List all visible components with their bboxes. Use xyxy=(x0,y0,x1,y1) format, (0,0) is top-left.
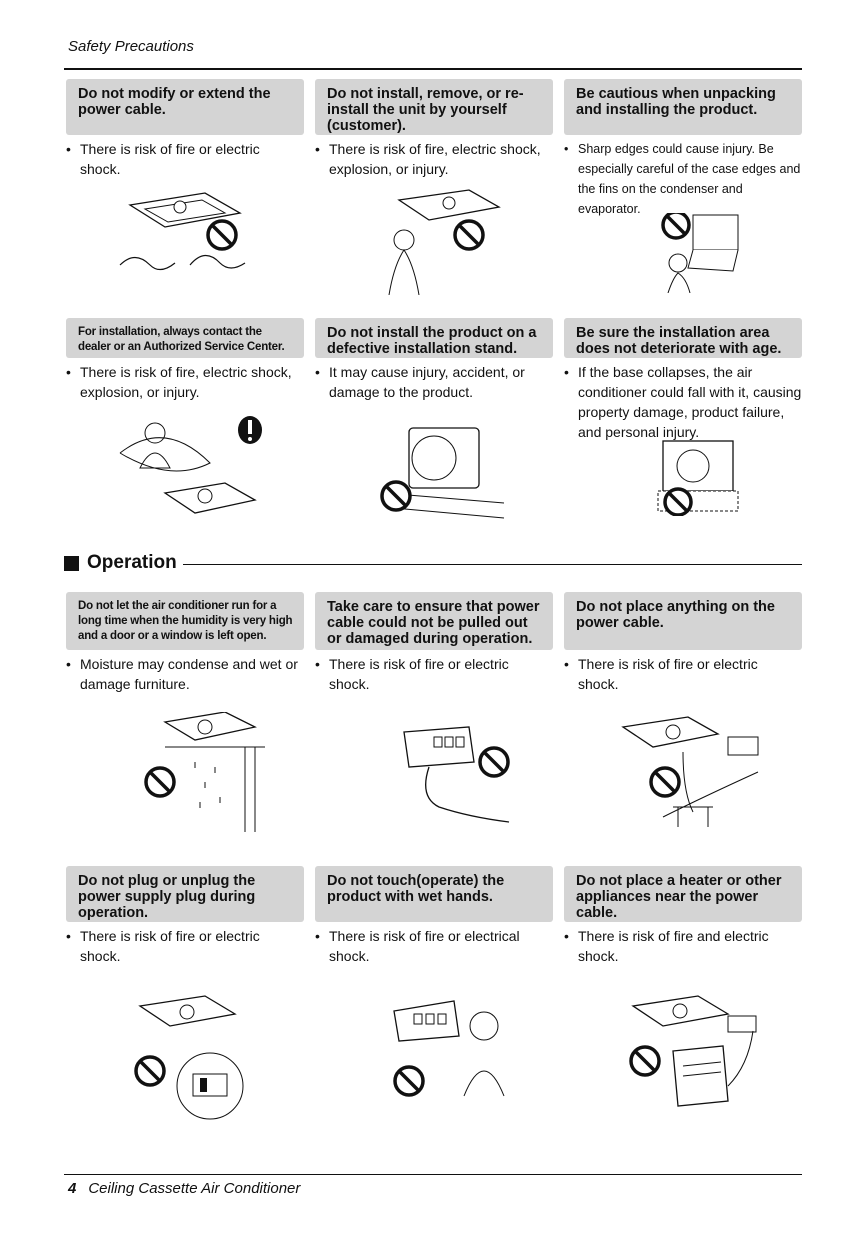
precaution-bullet: • Sharp edges could cause injury. Be espe… xyxy=(564,139,802,219)
bullet-dot: • xyxy=(66,364,71,380)
bullet-dot: • xyxy=(315,364,320,380)
bullet-dot: • xyxy=(315,141,320,157)
section-square-icon xyxy=(64,555,79,571)
precaution-heading: Do not plug or unplug the power supply p… xyxy=(66,866,304,922)
precaution-bullet: • There is risk of fire or electric shock… xyxy=(315,654,553,694)
bullet-text: There is risk of fire or electric shock. xyxy=(578,656,758,692)
bullet-dot: • xyxy=(564,928,569,944)
bullet-dot: • xyxy=(564,364,569,380)
bullet-text: There is risk of fire or electric shock. xyxy=(80,141,260,177)
precaution-bullet: • There is risk of fire, electric shock, … xyxy=(66,362,304,402)
precaution-bullet: • There is risk of fire or electric shock… xyxy=(66,926,304,966)
page-footer: 4 Ceiling Cassette Air Conditioner xyxy=(68,1180,300,1197)
wet-hands-illustration xyxy=(393,1000,505,1097)
precaution-cell: Do not touch(operate) the product with w… xyxy=(315,866,553,1126)
precaution-heading: Do not place anything on the power cable… xyxy=(564,592,802,650)
operation-section-heading: Operation xyxy=(64,551,802,575)
footer-rule xyxy=(64,1174,802,1175)
precaution-heading: Be sure the installation area does not d… xyxy=(564,318,802,358)
precaution-heading: Do not install the product on a defectiv… xyxy=(315,318,553,358)
precaution-heading: Do not touch(operate) the product with w… xyxy=(315,866,553,922)
pulled-cable-illustration xyxy=(403,726,510,823)
precaution-heading: Do not place a heater or other appliance… xyxy=(564,866,802,922)
bullet-dot: • xyxy=(315,656,320,672)
precaution-bullet: • There is risk of fire, electric shock, … xyxy=(315,139,553,179)
bullet-dot: • xyxy=(315,928,320,944)
bullet-dot: • xyxy=(66,656,71,672)
precaution-cell: Do not install the product on a defectiv… xyxy=(315,318,553,528)
precaution-bullet: • There is risk of fire or electrical sho… xyxy=(315,926,553,966)
precaution-heading: Do not modify or extend the power cable. xyxy=(66,79,304,135)
precaution-heading: Take care to ensure that power cable cou… xyxy=(315,592,553,650)
precaution-heading: Do not install, remove, or re-install th… xyxy=(315,79,553,135)
precaution-cell: Be cautious when unpacking and installin… xyxy=(564,79,802,293)
precaution-cell: Do not let the air conditioner run for a… xyxy=(66,592,304,832)
precaution-cell: Do not modify or extend the power cable.… xyxy=(66,79,304,285)
bullet-dot: • xyxy=(564,142,569,156)
header-rule xyxy=(64,68,802,70)
bullet-text: There is risk of fire, electric shock, e… xyxy=(80,364,292,400)
precaution-heading: Do not let the air conditioner run for a… xyxy=(66,592,304,650)
bullet-text: There is risk of fire or electrical shoc… xyxy=(329,928,520,964)
humidity-window-illustration xyxy=(144,712,265,832)
plug-unplug-illustration xyxy=(134,995,244,1120)
contact-dealer-illustration xyxy=(119,416,262,514)
bullet-text: There is risk of fire or electric shock. xyxy=(80,928,260,964)
bullet-dot: • xyxy=(66,928,71,944)
cassette-cable-modify-illustration xyxy=(119,192,246,271)
section-label: Operation xyxy=(87,552,177,573)
self-install-warning-illustration xyxy=(388,189,501,295)
precaution-cell: Do not place anything on the power cable… xyxy=(564,592,802,832)
bullet-dot: • xyxy=(66,141,71,157)
precaution-cell: Be sure the installation area does not d… xyxy=(564,318,802,516)
precaution-bullet: • It may cause injury, accident, or damag… xyxy=(315,362,553,402)
precaution-bullet: • If the base collapses, the air conditio… xyxy=(564,362,802,442)
bullet-text: Moisture may condense and wet or damage … xyxy=(80,656,298,692)
object-on-cable-illustration xyxy=(621,716,759,827)
page-header-title: Safety Precautions xyxy=(68,38,194,55)
precaution-heading: For installation, always contact the dea… xyxy=(66,318,304,358)
precaution-cell: Do not install, remove, or re-install th… xyxy=(315,79,553,295)
defective-stand-illustration xyxy=(380,427,505,519)
precaution-bullet: • There is risk of fire or electric shock… xyxy=(564,654,802,694)
bullet-dot: • xyxy=(564,656,569,672)
bullet-text: Sharp edges could cause injury. Be espec… xyxy=(578,142,801,216)
precaution-bullet: • There is risk of fire or electric shock… xyxy=(66,139,304,179)
bullet-text: If the base collapses, the air condition… xyxy=(578,364,802,440)
precaution-cell: Take care to ensure that power cable cou… xyxy=(315,592,553,827)
precaution-cell: Do not place a heater or other appliance… xyxy=(564,866,802,1126)
unpacking-caution-illustration xyxy=(661,213,739,293)
bullet-text: There is risk of fire and electric shock… xyxy=(578,928,769,964)
section-rule xyxy=(182,563,802,565)
precaution-bullet: • There is risk of fire and electric shoc… xyxy=(564,926,802,966)
heater-near-cable-illustration xyxy=(629,995,757,1107)
page-number: 4 xyxy=(68,1180,77,1197)
precaution-bullet: • Moisture may condense and wet or damage… xyxy=(66,654,304,694)
footer-title: Ceiling Cassette Air Conditioner xyxy=(88,1180,301,1197)
base-collapse-illustration xyxy=(657,440,739,516)
precaution-heading: Be cautious when unpacking and installin… xyxy=(564,79,802,135)
bullet-text: It may cause injury, accident, or damage… xyxy=(329,364,525,400)
precaution-cell: For installation, always contact the dea… xyxy=(66,318,304,528)
precaution-cell: Do not plug or unplug the power supply p… xyxy=(66,866,304,1126)
bullet-text: There is risk of fire, electric shock, e… xyxy=(329,141,541,177)
bullet-text: There is risk of fire or electric shock. xyxy=(329,656,509,692)
